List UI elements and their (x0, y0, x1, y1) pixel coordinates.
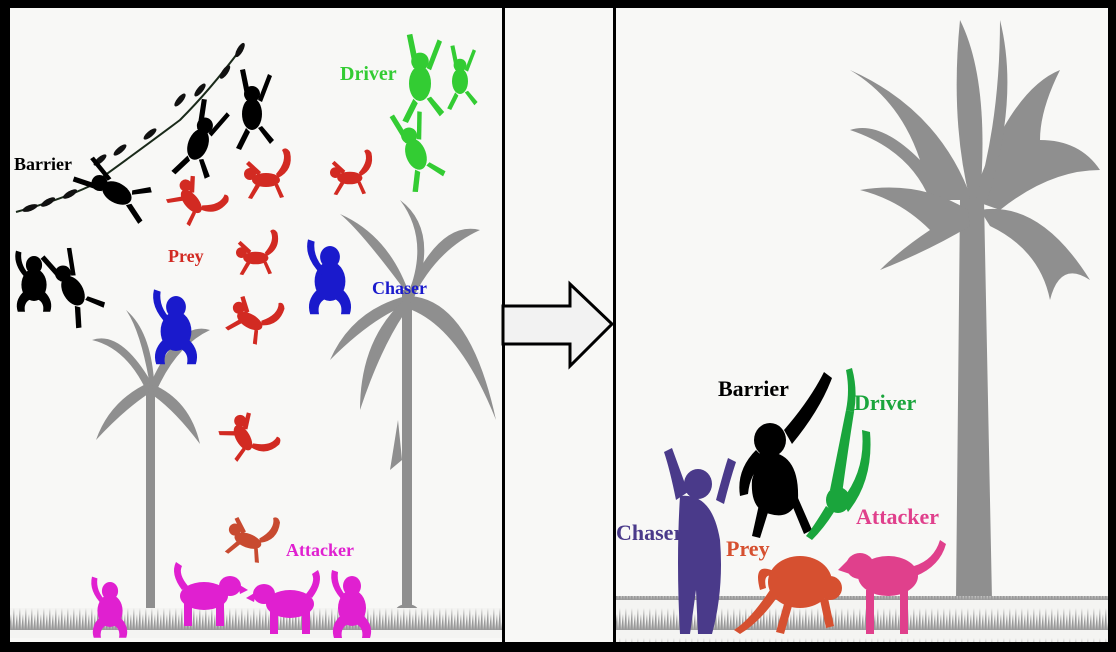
right-panel: Barrier Driver Chaser Prey Attacker (616, 8, 1108, 642)
middle-panel (503, 8, 613, 642)
label-chaser-left: Chaser (372, 278, 427, 298)
left-panel: Driver Barrier Prey Chaser Attacker (10, 8, 502, 642)
label-driver-left: Driver (340, 63, 397, 85)
label-barrier-right: Barrier (718, 376, 789, 401)
grass-strip (10, 608, 502, 638)
label-driver-right: Driver (854, 390, 917, 415)
label-chaser-right: Chaser (616, 520, 683, 545)
label-prey-left: Prey (168, 246, 204, 266)
label-barrier-left: Barrier (14, 154, 72, 174)
label-attacker-left: Attacker (286, 540, 354, 560)
label-attacker-right: Attacker (856, 504, 939, 529)
label-prey-right: Prey (726, 536, 770, 561)
